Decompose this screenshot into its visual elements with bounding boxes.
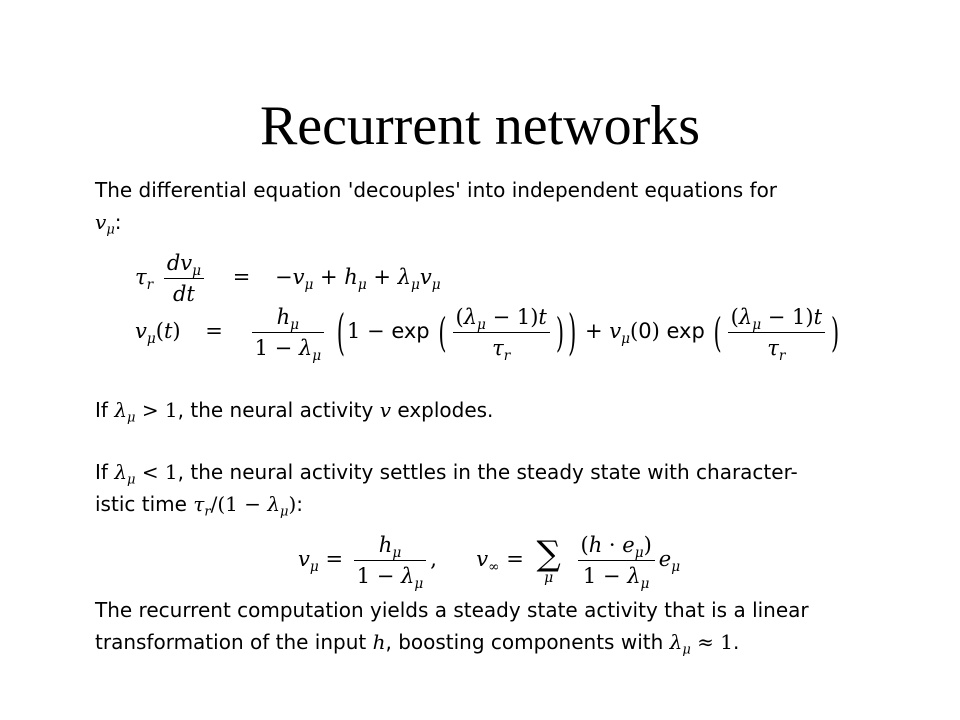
case-explodes: If λμ > 1, the neural activity v explode… xyxy=(95,398,494,426)
intro-text: The differential equation 'decouples' in… xyxy=(95,178,778,238)
case-settles: If λμ < 1, the neural activity settles i… xyxy=(95,460,798,520)
intro-sentence: The differential equation 'decouples' in… xyxy=(95,178,778,202)
conclusion-text: The recurrent computation yields a stead… xyxy=(95,598,809,658)
slide-title: Recurrent networks xyxy=(259,95,701,157)
intro-variable: vμ xyxy=(95,210,115,238)
